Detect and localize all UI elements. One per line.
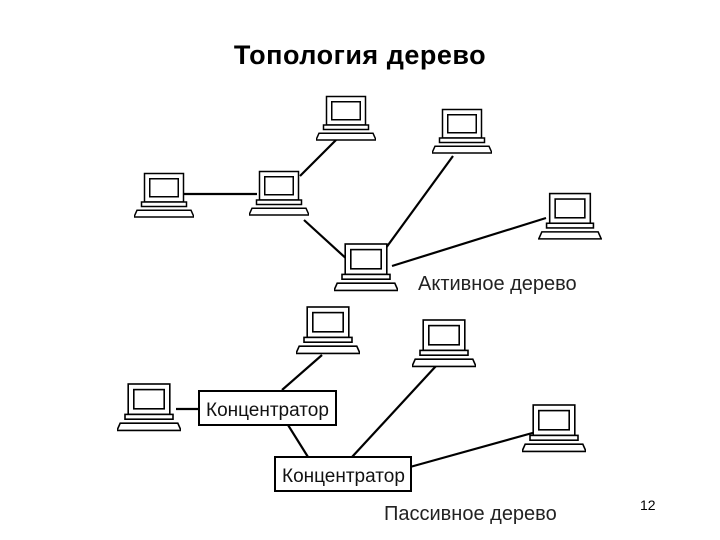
active-tree-links bbox=[184, 139, 547, 268]
slide-title: Топология дерево bbox=[233, 40, 487, 70]
active-tree-label: Активное дерево bbox=[418, 273, 577, 295]
computer-icon bbox=[316, 95, 376, 141]
computer-icon bbox=[538, 192, 602, 240]
hub-bottom-label: Концентратор bbox=[282, 466, 405, 487]
link-root-to-right1 bbox=[382, 155, 454, 253]
passive-tree-label: Пассивное дерево bbox=[384, 503, 557, 525]
computer-icon bbox=[134, 172, 194, 218]
computer-icon bbox=[412, 319, 476, 368]
computer-icon bbox=[334, 243, 398, 292]
link-mid-to-top bbox=[299, 139, 337, 177]
computer-icon bbox=[249, 170, 309, 216]
hub-top: Концентратор bbox=[198, 390, 337, 426]
computer-icon bbox=[117, 383, 181, 432]
link-hub-to-hub bbox=[287, 424, 309, 458]
passive-tree-links bbox=[176, 354, 537, 469]
link-root-to-right2 bbox=[391, 216, 547, 268]
link-hub2-to-right1 bbox=[351, 365, 437, 458]
computer-icon bbox=[432, 108, 492, 154]
computer-icon bbox=[522, 404, 586, 453]
link-mid-to-root bbox=[303, 219, 351, 263]
hub-bottom: Концентратор bbox=[274, 456, 412, 492]
hub-top-label: Концентратор bbox=[206, 400, 329, 421]
page-number: 12 bbox=[640, 497, 656, 513]
link-hub2-to-right2 bbox=[409, 430, 537, 469]
link-hub-to-top bbox=[281, 354, 323, 391]
computer-icon bbox=[296, 306, 360, 355]
